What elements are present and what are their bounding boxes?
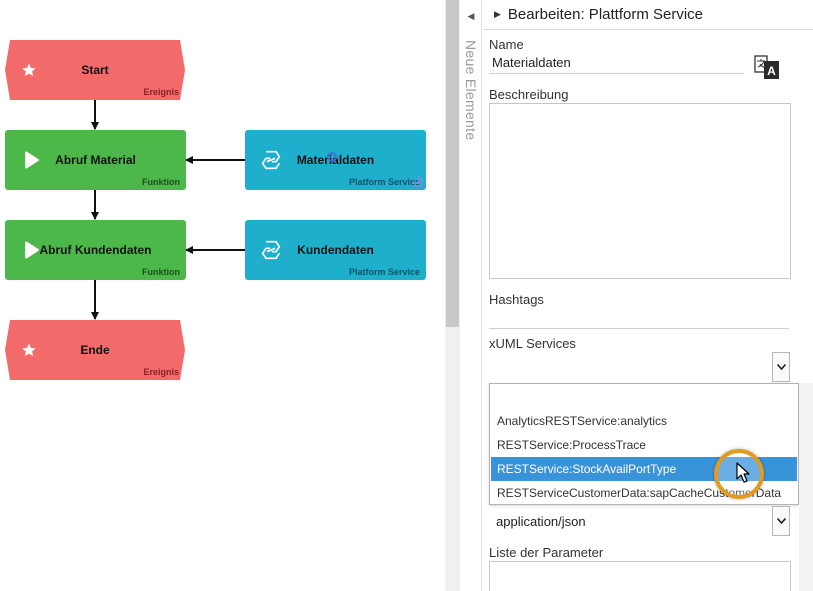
connector-layer: [91, 100, 245, 320]
star-icon: [22, 63, 36, 77]
node-label: Abruf Material: [55, 153, 136, 167]
panel-scrollbar[interactable]: [799, 383, 813, 591]
star-icon: [22, 343, 36, 357]
collapse-toggle-button[interactable]: ◀: [460, 4, 482, 28]
node-type: Ereignis: [143, 87, 179, 97]
node-abruf-material[interactable]: Abruf Material Funktion: [5, 130, 186, 190]
edit-panel: ▶ Bearbeiten: Plattform Service Name Mat…: [483, 0, 813, 591]
hashtags-input[interactable]: [489, 328, 789, 329]
chevron-down-icon: [776, 364, 786, 370]
mouse-cursor-icon: [736, 462, 750, 483]
xuml-services-dropdown-button[interactable]: [772, 352, 790, 382]
node-start[interactable]: Start Ereignis: [5, 40, 185, 100]
platform-service-icon: [261, 150, 281, 170]
option-process-trace[interactable]: RESTService:ProcessTrace: [497, 438, 646, 452]
xuml-services-label: xUML Services: [489, 336, 576, 351]
parameter-list-box[interactable]: [489, 561, 791, 591]
parameter-list-label: Liste der Parameter: [489, 545, 604, 560]
canvas-scrollbar[interactable]: [445, 0, 460, 591]
play-icon: [25, 241, 40, 259]
translate-icon[interactable]: A: [753, 53, 781, 81]
node-ende[interactable]: Ende Ereignis: [5, 320, 185, 380]
new-elements-tab[interactable]: ◀ Neue Elemente: [460, 0, 482, 591]
name-input[interactable]: Materialdaten: [492, 55, 571, 70]
chevron-down-icon: [776, 518, 786, 524]
node-label: Ende: [80, 343, 110, 357]
node-type: Platform Service: [348, 267, 420, 277]
content-type-select[interactable]: application/json: [496, 514, 586, 529]
node-kundendaten[interactable]: Kundendaten Platform Service: [245, 220, 426, 280]
new-elements-label: Neue Elemente: [463, 40, 479, 141]
node-label: Abruf Kundendaten: [39, 243, 152, 257]
description-label: Beschreibung: [489, 87, 569, 102]
panel-header[interactable]: ▶ Bearbeiten: Plattform Service: [483, 0, 813, 30]
name-label: Name: [489, 37, 524, 52]
node-type: Ereignis: [143, 367, 179, 377]
resize-handle-icon[interactable]: [410, 174, 424, 188]
option-customer-data[interactable]: RESTServiceCustomerData:sapCacheCustomer…: [497, 486, 782, 500]
node-label: Kundendaten: [297, 243, 374, 257]
link-icon[interactable]: [326, 151, 338, 163]
option-analytics[interactable]: AnalyticsRESTService:analytics: [497, 414, 668, 428]
panel-title: Bearbeiten: Plattform Service: [507, 6, 704, 23]
caret-right-icon: ▶: [494, 9, 501, 19]
diagram-canvas[interactable]: Start Ereignis Abruf Material Funktion M…: [0, 0, 445, 591]
content-type-dropdown-button[interactable]: [772, 506, 790, 536]
name-input-underline: [489, 73, 744, 74]
node-type: Funktion: [142, 177, 180, 187]
canvas-scroll-thumb[interactable]: [446, 0, 459, 327]
node-type: Funktion: [142, 267, 180, 277]
hashtags-label: Hashtags: [489, 292, 544, 307]
caret-left-icon: ◀: [467, 10, 475, 21]
play-icon: [25, 151, 40, 169]
svg-text:A: A: [767, 64, 776, 78]
description-textarea[interactable]: [489, 103, 791, 279]
platform-service-icon: [261, 240, 281, 260]
node-type: Platform Service: [348, 177, 420, 187]
node-abruf-kundendaten[interactable]: Abruf Kundendaten Funktion: [5, 220, 186, 280]
node-label: Start: [81, 63, 109, 77]
node-materialdaten[interactable]: Materialdaten Platform Service: [245, 130, 426, 190]
